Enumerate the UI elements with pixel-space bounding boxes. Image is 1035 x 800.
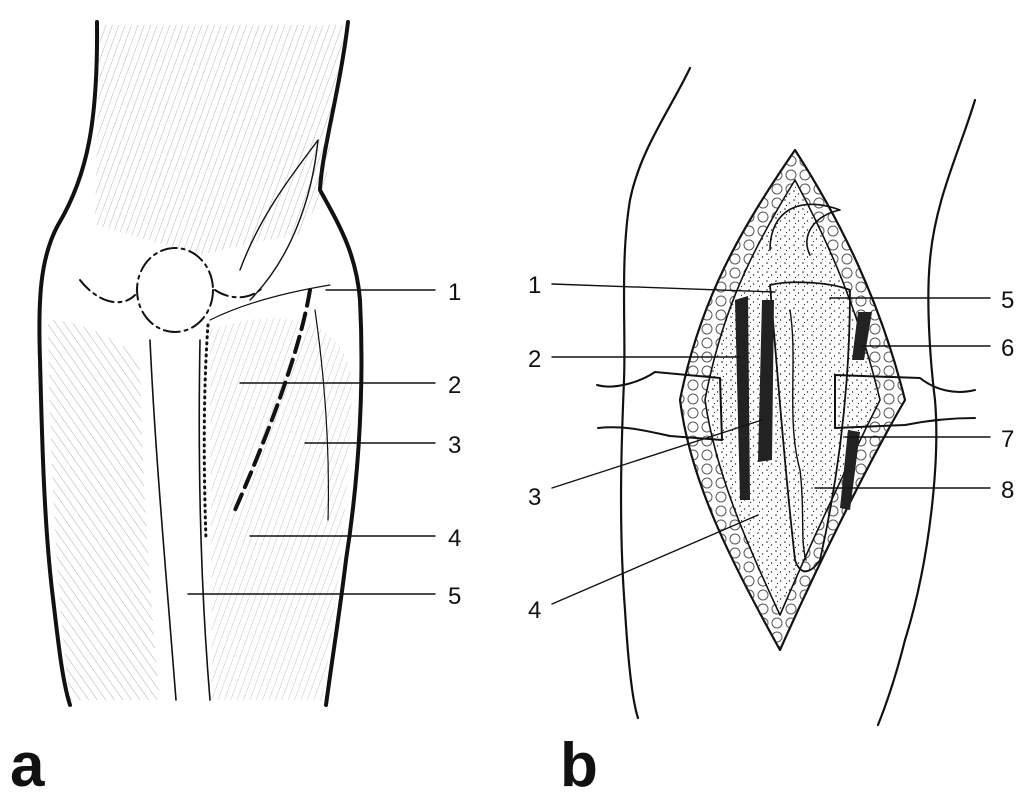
left-muscle-strip-2 — [758, 300, 774, 462]
left-retractor — [596, 371, 723, 441]
callout-a-5: 5 — [448, 583, 461, 610]
callout-b-8: 8 — [1001, 477, 1014, 504]
right-muscle-strip-2 — [840, 430, 860, 510]
panel-b-right-contour — [876, 98, 977, 727]
callout-b-5: 5 — [1001, 287, 1014, 314]
panel-b-left-contour — [619, 66, 692, 720]
callout-b-1: 1 — [528, 272, 541, 299]
callout-a-3: 3 — [448, 432, 461, 459]
panel-b-drawing — [596, 66, 977, 727]
right-muscle-strip — [852, 312, 872, 360]
callout-b-4: 4 — [528, 597, 541, 624]
panel-b-label: b — [560, 731, 598, 800]
callout-a-4: 4 — [448, 525, 461, 552]
callout-b-2: 2 — [528, 346, 541, 373]
callout-b-7: 7 — [1001, 426, 1014, 453]
callout-b-3: 3 — [528, 484, 541, 511]
panel-a-left-contour — [37, 20, 100, 707]
panel-a-leg-hatching-left — [48, 320, 160, 700]
callout-a-1: 1 — [448, 279, 461, 306]
callout-a-2: 2 — [448, 372, 461, 399]
right-retractor — [834, 374, 976, 429]
panel-a-label: a — [10, 731, 45, 800]
panel-a-incision-line — [233, 288, 312, 512]
panel-a-thigh-hatching — [95, 25, 345, 255]
panel-a-patella — [136, 247, 214, 333]
panel-b-leaders — [551, 283, 991, 605]
panel-a-drawing — [37, 20, 364, 707]
panel-a-joint-line — [79, 279, 263, 304]
panel-a-leaders — [187, 289, 436, 595]
panel-a-leg-hatching-right — [210, 318, 352, 700]
tibia-shaft — [769, 281, 851, 573]
panel-b-callouts: 1 2 3 4 5 6 7 8 — [528, 272, 1014, 624]
callout-b-6: 6 — [1001, 335, 1014, 362]
panel-a-callouts: 1 2 3 4 5 — [448, 279, 461, 610]
left-muscle-strip — [735, 296, 750, 500]
panel-a-dotted-line — [202, 323, 210, 542]
